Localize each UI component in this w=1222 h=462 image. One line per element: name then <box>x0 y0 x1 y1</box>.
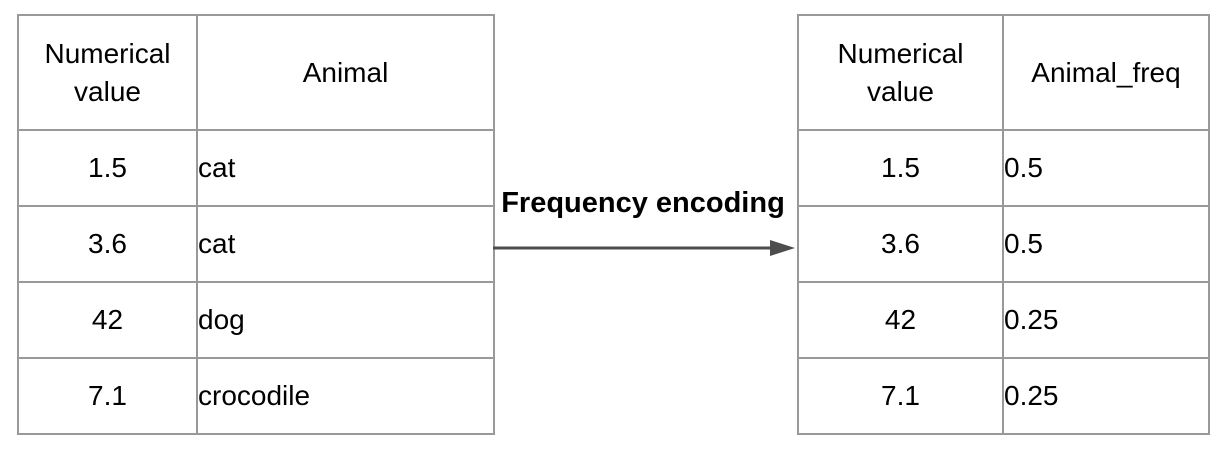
cell-numerical-value: 3.6 <box>17 205 198 283</box>
cell-animal: crocodile <box>196 357 495 435</box>
cell-numerical-value: 7.1 <box>797 357 1004 435</box>
cell-animal-freq: 0.25 <box>1002 357 1210 435</box>
cell-animal-freq: 0.5 <box>1002 205 1210 283</box>
column-header-numerical-value: Numerical value <box>797 14 1004 131</box>
cell-animal-freq: 0.25 <box>1002 281 1210 359</box>
table-row: 1.5 0.5 <box>797 129 1210 207</box>
cell-animal: cat <box>196 205 495 283</box>
cell-numerical-value: 1.5 <box>797 129 1004 207</box>
table-row: 7.1 0.25 <box>797 357 1210 435</box>
arrow-label: Frequency encoding <box>501 187 785 219</box>
cell-animal: dog <box>196 281 495 359</box>
cell-numerical-value: 42 <box>17 281 198 359</box>
column-header-animal: Animal <box>196 14 495 131</box>
encoded-data-table: Numerical value Animal_freq 1.5 0.5 3.6 … <box>797 14 1210 435</box>
cell-numerical-value: 42 <box>797 281 1004 359</box>
cell-animal: cat <box>196 129 495 207</box>
column-header-numerical-value: Numerical value <box>17 14 198 131</box>
cell-numerical-value: 7.1 <box>17 357 198 435</box>
table-row: 42 0.25 <box>797 281 1210 359</box>
table-row: 1.5 cat <box>17 129 495 207</box>
column-header-animal-freq: Animal_freq <box>1002 14 1210 131</box>
table-row: 3.6 0.5 <box>797 205 1210 283</box>
table-row: 3.6 cat <box>17 205 495 283</box>
original-data-table: Numerical value Animal 1.5 cat 3.6 cat 4… <box>17 14 495 435</box>
header-row: Numerical value Animal_freq <box>797 14 1210 131</box>
cell-animal-freq: 0.5 <box>1002 129 1210 207</box>
header-row: Numerical value Animal <box>17 14 495 131</box>
table-row: 7.1 crocodile <box>17 357 495 435</box>
cell-numerical-value: 3.6 <box>797 205 1004 283</box>
right-arrow-icon <box>493 240 795 256</box>
table-row: 42 dog <box>17 281 495 359</box>
cell-numerical-value: 1.5 <box>17 129 198 207</box>
